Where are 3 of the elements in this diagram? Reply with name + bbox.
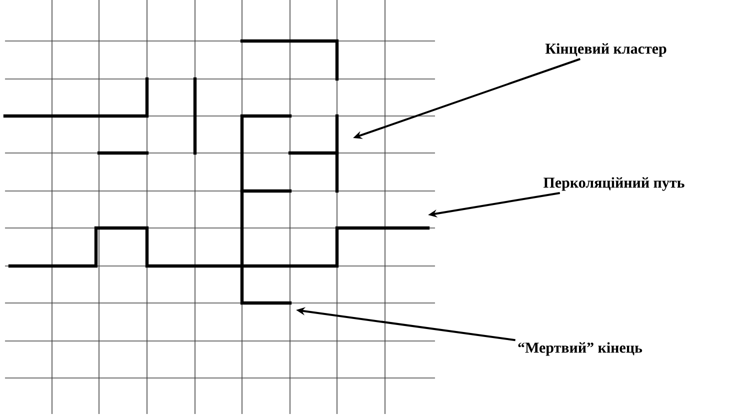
callout-text: “Мертвий” кінець: [518, 342, 642, 356]
callout-text: Перколяційний путь: [544, 177, 684, 191]
callout-text: Кінцевий кластер: [545, 43, 666, 57]
